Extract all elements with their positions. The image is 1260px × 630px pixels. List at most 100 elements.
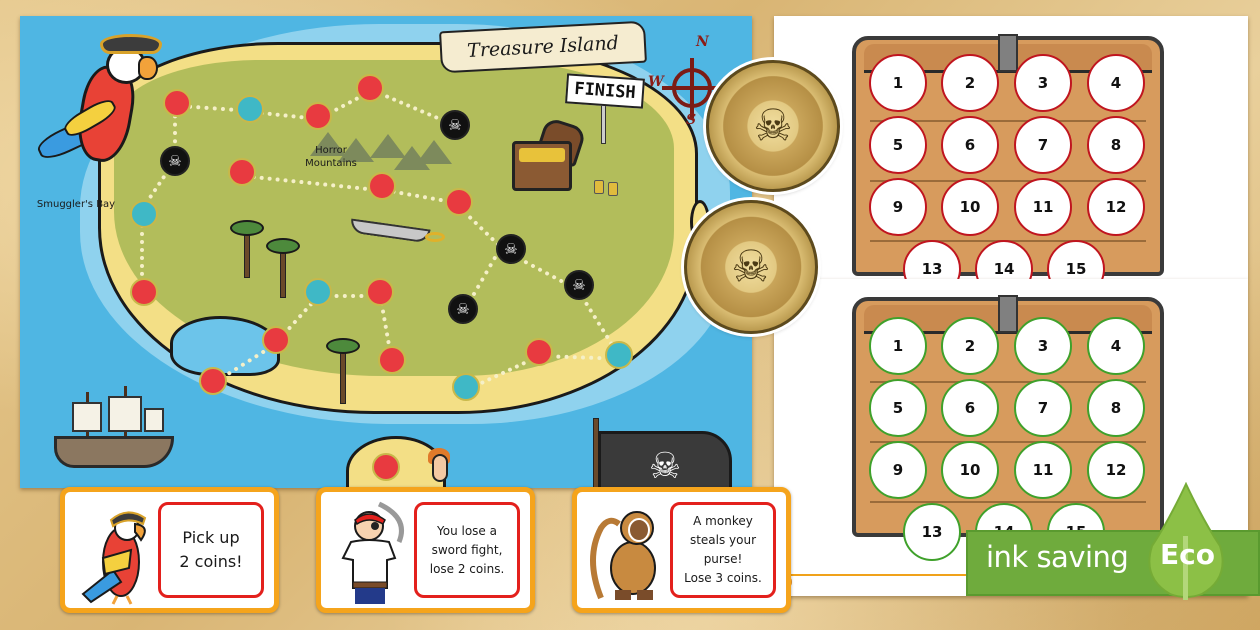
palm-leaves-icon xyxy=(326,338,360,354)
board-space-red xyxy=(356,74,384,102)
coin-slot-10: 10 xyxy=(941,441,999,499)
coin-slot-9: 9 xyxy=(869,441,927,499)
board-space-blue xyxy=(130,200,158,228)
chest-clasp xyxy=(998,295,1018,333)
gold-coin-2: ☠ xyxy=(684,200,818,334)
skull-icon: ☠ xyxy=(731,241,771,293)
board-space-red xyxy=(163,89,191,117)
coin-slot-5: 5 xyxy=(869,116,927,174)
coin-slot-11: 11 xyxy=(1014,441,1072,499)
game-card-pirate: You lose a sword fight, lose 2 coins. xyxy=(316,487,535,613)
board-space-red xyxy=(372,453,400,481)
board-space-red xyxy=(262,326,290,354)
skull-space-icon: ☠ xyxy=(496,234,526,264)
palm-tree-icon xyxy=(280,250,286,298)
finish-sign: FINISH xyxy=(565,73,645,109)
ink-saving-label: ink saving xyxy=(986,540,1129,574)
coin-stack-icon xyxy=(594,180,604,194)
coin-stack-icon xyxy=(608,182,618,196)
coin-slot-6: 6 xyxy=(941,379,999,437)
chest-clasp xyxy=(998,34,1018,72)
coin-slot-8: 8 xyxy=(1087,116,1145,174)
skull-space-icon: ☠ xyxy=(564,270,594,300)
compass-rose-icon xyxy=(662,58,722,118)
coin-slot-12: 12 xyxy=(1087,178,1145,236)
compass-west-label: W xyxy=(648,74,664,90)
chest-plank xyxy=(870,180,1146,182)
chest-plank xyxy=(870,501,1146,503)
eco-label: Eco xyxy=(1160,538,1215,571)
coin-slot-11: 11 xyxy=(1014,178,1072,236)
coin-slot-1: 1 xyxy=(869,54,927,112)
board-space-blue xyxy=(452,373,480,401)
coin-slot-4: 4 xyxy=(1087,317,1145,375)
ship-sail xyxy=(144,408,164,432)
finish-sign-pole xyxy=(601,104,606,144)
skull-space-icon: ☠ xyxy=(448,294,478,324)
treasure-island-map: Horror Mountains Smuggler's Bay FINISH T… xyxy=(20,16,752,488)
monkey-icon xyxy=(590,511,656,600)
mountain-icon xyxy=(416,140,452,164)
board-space-blue xyxy=(236,95,264,123)
coin-slot-7: 7 xyxy=(1014,116,1072,174)
board-space-red xyxy=(366,278,394,306)
pirate-hat-icon xyxy=(100,34,162,54)
mountain-icon xyxy=(338,138,374,162)
chest-plank xyxy=(870,381,1146,383)
coin-slot-13: 13 xyxy=(903,503,961,561)
jolly-roger-flag-icon: ☠ xyxy=(598,431,732,488)
coin-slot-15: 15 xyxy=(1047,240,1105,279)
skull-icon: ☠ xyxy=(753,100,793,152)
palm-tree-icon xyxy=(340,350,346,404)
board-space-red xyxy=(199,367,227,395)
label-horror-mountains: Horror Mountains xyxy=(305,145,357,169)
board-space-red xyxy=(378,346,406,374)
treasure-chest-icon xyxy=(512,141,572,191)
gold-coin-1: ☠ xyxy=(706,60,840,192)
coin-slot-7: 7 xyxy=(1014,379,1072,437)
game-card-monkey: A monkey steals your purse! Lose 3 coins… xyxy=(572,487,791,613)
card-text: A monkey steals your purse! Lose 3 coins… xyxy=(670,502,776,598)
eco-leaf-drop-icon xyxy=(1148,482,1224,600)
compass-south-label: S xyxy=(686,112,697,128)
skull-space-icon: ☠ xyxy=(160,146,190,176)
palm-leaves-icon xyxy=(230,220,264,236)
card-text: You lose a sword fight, lose 2 coins. xyxy=(414,502,520,598)
coin-slot-4: 4 xyxy=(1087,54,1145,112)
ship-sail xyxy=(108,396,142,432)
coin-slot-3: 3 xyxy=(1014,54,1072,112)
parrot-beak xyxy=(138,56,158,80)
board-space-red xyxy=(525,338,553,366)
parrot-icon xyxy=(81,511,147,605)
pirate-icon xyxy=(341,501,404,604)
label-smugglers-bay: Smuggler's Bay xyxy=(36,199,116,210)
coin-slot-6: 6 xyxy=(941,116,999,174)
gold-pile xyxy=(519,148,565,162)
coin-slot-10: 10 xyxy=(941,178,999,236)
board-space-red xyxy=(130,278,158,306)
coin-slot-2: 2 xyxy=(941,317,999,375)
board-space-blue xyxy=(304,278,332,306)
mermaid-illustration xyxy=(432,454,448,482)
coin-slot-2: 2 xyxy=(941,54,999,112)
palm-leaves-icon xyxy=(266,238,300,254)
coin-slot-1: 1 xyxy=(869,317,927,375)
path-dots xyxy=(318,294,380,298)
compass-north-label: N xyxy=(696,34,709,50)
coin-slot-3: 3 xyxy=(1014,317,1072,375)
board-space-red xyxy=(228,158,256,186)
skull-space-icon: ☠ xyxy=(440,110,470,140)
board-space-blue xyxy=(605,341,633,369)
chest-plank xyxy=(870,120,1146,122)
coin-slot-12: 12 xyxy=(1087,441,1145,499)
game-card-parrot: Pick up 2 coins! xyxy=(60,487,279,613)
card-text: Pick up 2 coins! xyxy=(158,502,264,598)
coin-slot-5: 5 xyxy=(869,379,927,437)
board-space-red xyxy=(445,188,473,216)
chest-plank xyxy=(870,441,1146,443)
coin-slot-8: 8 xyxy=(1087,379,1145,437)
board-space-red xyxy=(368,172,396,200)
sword-hilt-icon xyxy=(425,232,445,242)
